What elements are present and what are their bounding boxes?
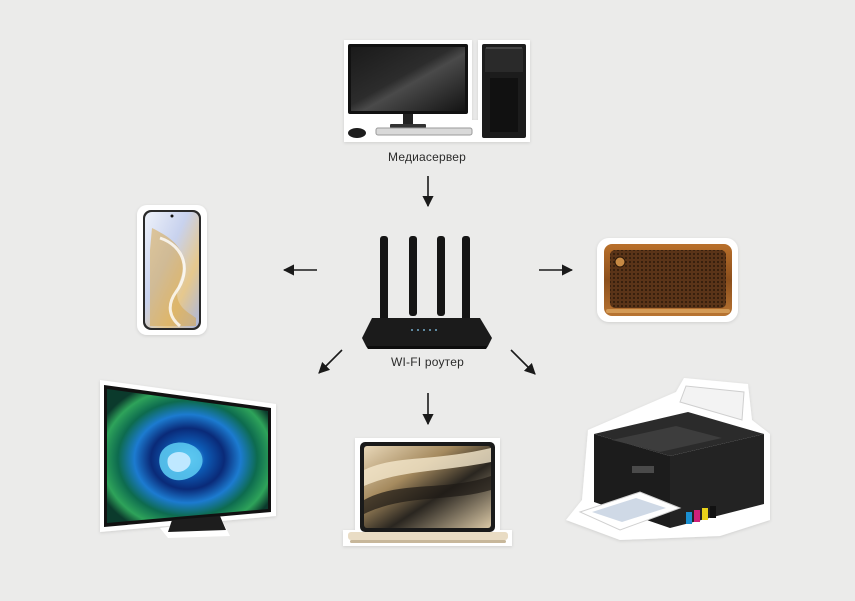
speaker-icon — [604, 244, 732, 316]
printer-icon — [578, 385, 764, 531]
server-label: Медиасервер — [388, 150, 467, 164]
tv-node — [100, 380, 276, 538]
router-label: WI-FI роутер — [391, 355, 464, 369]
wifi-router-icon — [362, 236, 492, 349]
desktop-computer-icon — [348, 44, 526, 138]
server-node — [344, 40, 530, 142]
router-node — [362, 236, 492, 349]
laptop-node — [343, 438, 512, 546]
speaker-node — [597, 238, 738, 322]
arrow-router-to-tv — [318, 349, 343, 374]
arrows — [282, 176, 574, 426]
phone-node — [137, 205, 207, 335]
printer-node — [566, 378, 770, 540]
smartphone-icon — [143, 210, 201, 330]
television-icon — [104, 385, 271, 532]
laptop-icon — [348, 442, 508, 543]
arrow-router-to-printer — [510, 349, 536, 375]
